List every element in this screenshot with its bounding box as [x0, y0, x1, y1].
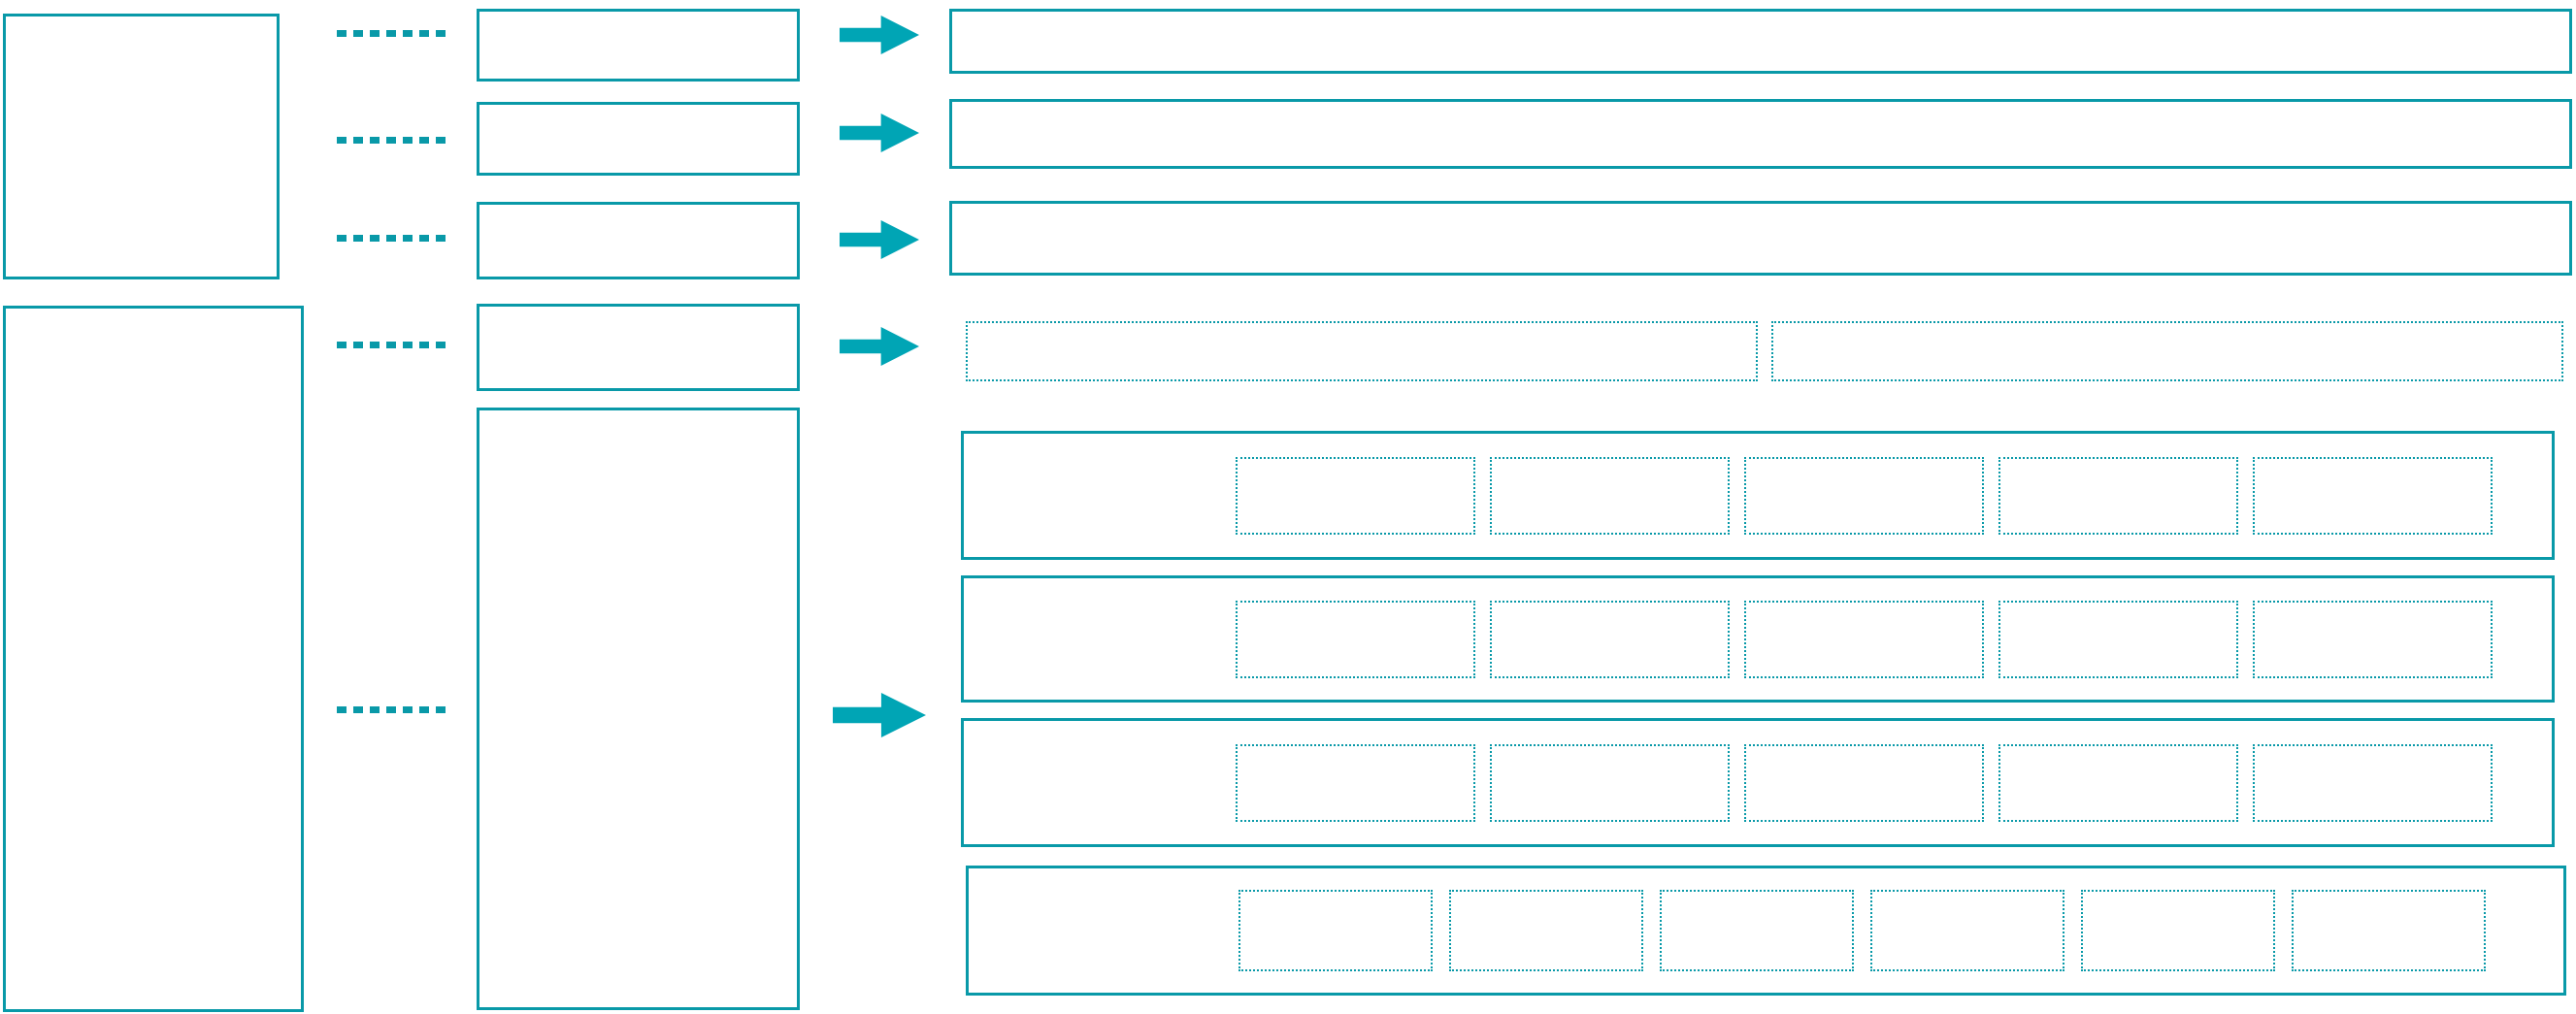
flow-arrow-icon-3 [840, 220, 919, 259]
dashed-connector-2 [337, 137, 446, 144]
dotted-cell [1238, 890, 1433, 971]
dotted-cell [1449, 890, 1643, 971]
cell-row-a [961, 431, 2555, 560]
output-bar-3 [949, 201, 2572, 276]
stage-box-5-tall [477, 408, 800, 1010]
cell-row-b [961, 575, 2555, 703]
output-bar-1 [949, 9, 2572, 74]
flow-arrow-icon-4 [840, 327, 919, 366]
dotted-cell [2292, 890, 2486, 971]
dotted-cell [1998, 600, 2238, 678]
dotted-cell [1236, 600, 1475, 678]
flow-arrow-icon-1 [840, 16, 919, 54]
dashed-connector-5 [337, 706, 446, 713]
dotted-cell [1236, 456, 1475, 535]
dotted-cell [2253, 456, 2493, 535]
dashed-connector-1 [337, 30, 446, 37]
dashed-connector-3 [337, 235, 446, 242]
dotted-cell [1490, 600, 1730, 678]
dotted-cell [2253, 600, 2493, 678]
dotted-cell [1490, 743, 1730, 822]
dotted-field-right [1771, 321, 2563, 381]
dotted-cell [1744, 600, 1984, 678]
dotted-cell [1744, 743, 1984, 822]
cell-row-d [966, 866, 2566, 996]
stage-box-2 [477, 102, 800, 176]
left-panel-top [3, 14, 280, 279]
dotted-cell [1998, 743, 2238, 822]
dotted-cell [1490, 456, 1730, 535]
output-bar-2 [949, 99, 2572, 169]
left-panel-bottom [3, 306, 304, 1012]
stage-box-3 [477, 202, 800, 279]
dotted-cell [1744, 456, 1984, 535]
dotted-cell [1870, 890, 2064, 971]
dashed-connector-4 [337, 342, 446, 348]
dotted-cell [2081, 890, 2275, 971]
dotted-cell [1998, 456, 2238, 535]
dotted-cell [1660, 890, 1854, 971]
dotted-cell [1236, 743, 1475, 822]
dotted-cell [2253, 743, 2493, 822]
stage-box-1 [477, 9, 800, 82]
stage-box-4 [477, 304, 800, 391]
flow-arrow-icon-5 [833, 693, 926, 737]
dotted-field-left [966, 321, 1758, 381]
cell-row-c [961, 718, 2555, 847]
flow-arrow-icon-2 [840, 114, 919, 152]
